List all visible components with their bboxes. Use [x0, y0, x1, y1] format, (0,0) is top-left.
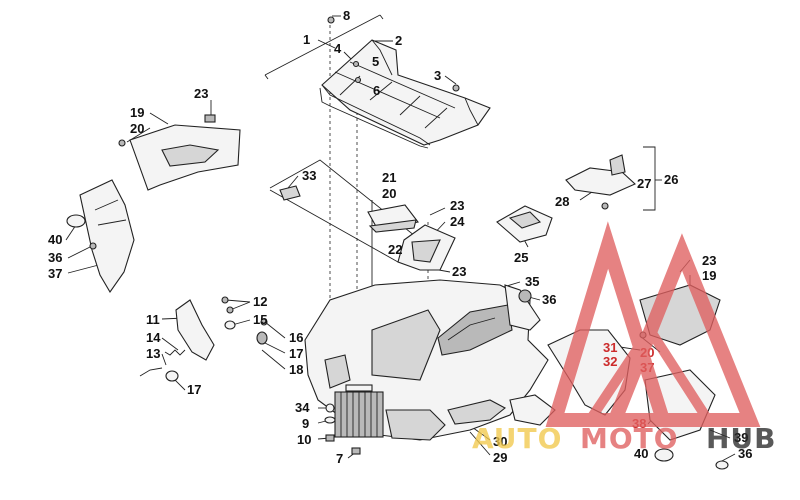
callout-21: 21 [382, 170, 396, 185]
callout-29: 29 [493, 450, 507, 465]
callout-1: 1 [303, 32, 310, 47]
callout-36b: 36 [48, 250, 62, 265]
callout-2: 2 [395, 33, 402, 48]
callout-8: 8 [343, 8, 350, 23]
callout-37a: 37 [48, 266, 62, 281]
callout-17a: 17 [289, 346, 303, 361]
callout-23a: 23 [194, 86, 208, 101]
callout-22: 22 [388, 242, 402, 257]
callout-19b: 19 [702, 268, 716, 283]
part-front-body [304, 279, 556, 441]
part-left-panel-19 [118, 114, 241, 191]
callout-23b: 23 [450, 198, 464, 213]
part-left-fender-37 [66, 179, 135, 294]
callout-labels: 1 2 3 4 5 6 7 8 9 10 11 12 13 14 15 16 1… [48, 8, 752, 466]
callout-9: 9 [302, 416, 309, 431]
callout-23c: 23 [452, 264, 466, 279]
automotohub-watermark: AUTO MOTO HUB [472, 221, 777, 455]
callout-36c: 36 [738, 446, 752, 461]
callout-40b: 40 [634, 446, 648, 461]
callout-31: 31 [603, 340, 617, 355]
part-pad-21 [367, 204, 419, 233]
callout-11: 11 [146, 312, 160, 327]
callout-28: 28 [555, 194, 569, 209]
callout-39: 39 [734, 430, 748, 445]
callout-27: 27 [637, 176, 651, 191]
part-cover-26 [565, 154, 636, 210]
callout-15: 15 [253, 312, 267, 327]
watermark-text-moto: MOTO [580, 422, 679, 455]
callout-5: 5 [372, 54, 379, 69]
callout-13: 13 [146, 346, 160, 361]
callout-36a: 36 [542, 292, 556, 307]
callout-40a: 40 [48, 232, 62, 247]
callout-30: 30 [493, 434, 507, 449]
callout-25: 25 [514, 250, 528, 265]
callout-23d: 23 [702, 253, 716, 268]
callout-32: 32 [603, 354, 617, 369]
callout-33: 33 [302, 168, 316, 183]
callout-35: 35 [525, 274, 539, 289]
callout-20a: 20 [130, 121, 144, 136]
part-bracket-24 [397, 224, 456, 271]
part-hardware-bottom [324, 403, 361, 455]
callout-16: 16 [289, 330, 303, 345]
watermark-text-auto: AUTO [472, 422, 562, 455]
watermark-text-hub: HUB [706, 422, 777, 455]
callout-3: 3 [434, 68, 441, 83]
callout-26: 26 [664, 172, 678, 187]
callout-19a: 19 [130, 105, 144, 120]
callout-34: 34 [295, 400, 310, 415]
callout-14: 14 [146, 330, 161, 345]
front-grille [334, 384, 384, 438]
part-headlight-mount-11 [139, 296, 268, 382]
watermark-triangle-icon [545, 221, 761, 427]
callout-17b: 17 [187, 382, 201, 397]
callout-20b: 20 [382, 186, 396, 201]
callout-10: 10 [297, 432, 311, 447]
callout-12: 12 [253, 294, 267, 309]
part-rack [319, 16, 491, 149]
part-cover-25 [496, 205, 553, 243]
callout-4: 4 [334, 41, 342, 56]
callout-24: 24 [450, 214, 465, 229]
part-decal-33 [279, 185, 301, 201]
callout-6: 6 [373, 83, 380, 98]
callout-18: 18 [289, 362, 303, 377]
callout-7: 7 [336, 451, 343, 466]
